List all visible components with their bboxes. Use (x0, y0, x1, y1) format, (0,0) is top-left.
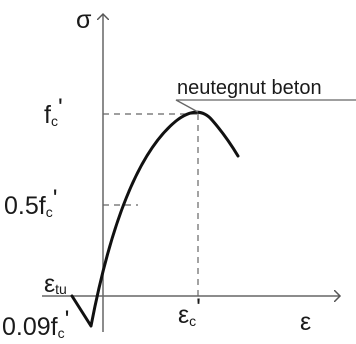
tension-label: 0.09fc' (2, 306, 69, 341)
sigma-axis-label: σ (76, 6, 92, 34)
half-fc-label: 0.5fc' (4, 185, 57, 220)
eps-tu-label: εtu (44, 270, 67, 298)
epsilon-axis-label: ε (300, 308, 311, 336)
eps-c-label: εc' (178, 294, 201, 329)
fc-label: fc' (44, 94, 63, 129)
callout-label: neutegnut beton (177, 77, 322, 99)
stress-strain-curve (70, 110, 240, 328)
callout-leader (175, 99, 356, 113)
